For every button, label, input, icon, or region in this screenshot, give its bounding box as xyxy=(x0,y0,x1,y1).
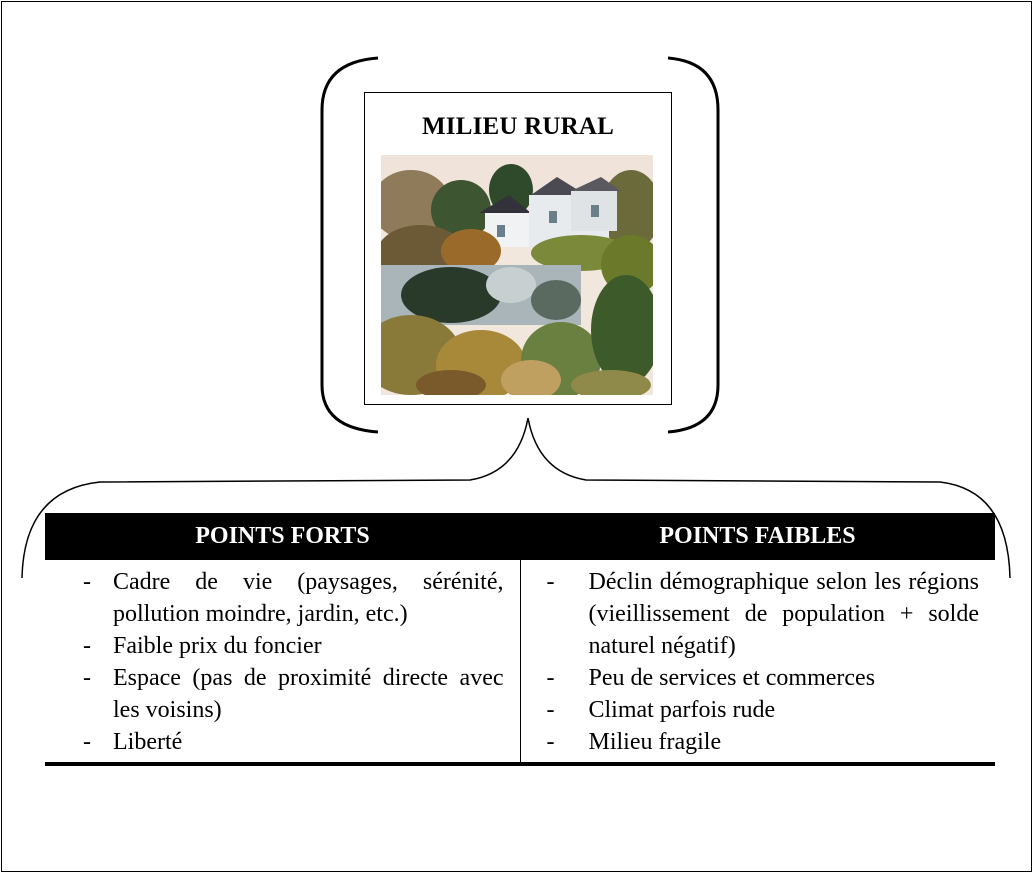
list-item-text: Faible prix du foncier xyxy=(113,633,322,659)
list-item-text: Espace (pas de proximité directe avec le… xyxy=(113,665,504,723)
diagram-title: MILIEU RURAL xyxy=(422,113,614,140)
title-box: MILIEU RURAL xyxy=(364,92,672,405)
list-item: -Espace (pas de proximité directe avec l… xyxy=(45,662,520,726)
connector-brace xyxy=(21,417,1011,579)
bullet-dash: - xyxy=(83,569,91,595)
list-item-text: Peu de services et commerces xyxy=(588,665,876,691)
list-item-text: Liberté xyxy=(113,729,183,755)
points-faibles-cell: - Déclin démographique selon les régions … xyxy=(520,560,995,764)
table-row: -Cadre de vie (paysages, sérénité, pollu… xyxy=(45,560,995,764)
points-forts-list: -Cadre de vie (paysages, sérénité, pollu… xyxy=(45,566,520,758)
bullet-dash: - xyxy=(546,697,555,723)
list-item-text: Climat parfois rude xyxy=(588,697,776,723)
bullet-dash: - xyxy=(83,633,91,659)
list-item: -Liberté xyxy=(45,726,520,758)
list-item-text: Déclin démographique selon les régions (… xyxy=(588,569,980,659)
list-item: - Milieu fragile xyxy=(521,726,996,758)
bullet-dash: - xyxy=(546,729,555,755)
right-bracket xyxy=(667,56,720,434)
bullet-dash: - xyxy=(83,729,91,755)
header-points-faibles: POINTS FAIBLES xyxy=(520,513,995,560)
list-item: -Cadre de vie (paysages, sérénité, pollu… xyxy=(45,566,520,630)
list-item: - Peu de services et commerces xyxy=(521,662,996,694)
comparison-table-wrapper: POINTS FORTS POINTS FAIBLES -Cadre de vi… xyxy=(45,513,995,766)
header-points-forts: POINTS FORTS xyxy=(45,513,520,560)
rural-village-illustration xyxy=(381,155,653,395)
list-item: -Faible prix du foncier xyxy=(45,630,520,662)
comparison-table: POINTS FORTS POINTS FAIBLES -Cadre de vi… xyxy=(45,513,995,766)
rural-village-image xyxy=(381,155,653,395)
bullet-dash: - xyxy=(546,569,555,595)
left-bracket xyxy=(320,56,379,434)
list-item: - Climat parfois rude xyxy=(521,694,996,726)
points-forts-cell: -Cadre de vie (paysages, sérénité, pollu… xyxy=(45,560,521,764)
bullet-dash: - xyxy=(83,665,91,691)
list-item: - Déclin démographique selon les régions … xyxy=(521,566,996,662)
bullet-dash: - xyxy=(546,665,555,691)
list-item-text: Cadre de vie (paysages, sérénité, pollut… xyxy=(113,569,504,627)
points-faibles-list: - Déclin démographique selon les régions … xyxy=(521,566,996,758)
list-item-text: Milieu fragile xyxy=(588,729,722,755)
table-header-row: POINTS FORTS POINTS FAIBLES xyxy=(45,513,995,560)
